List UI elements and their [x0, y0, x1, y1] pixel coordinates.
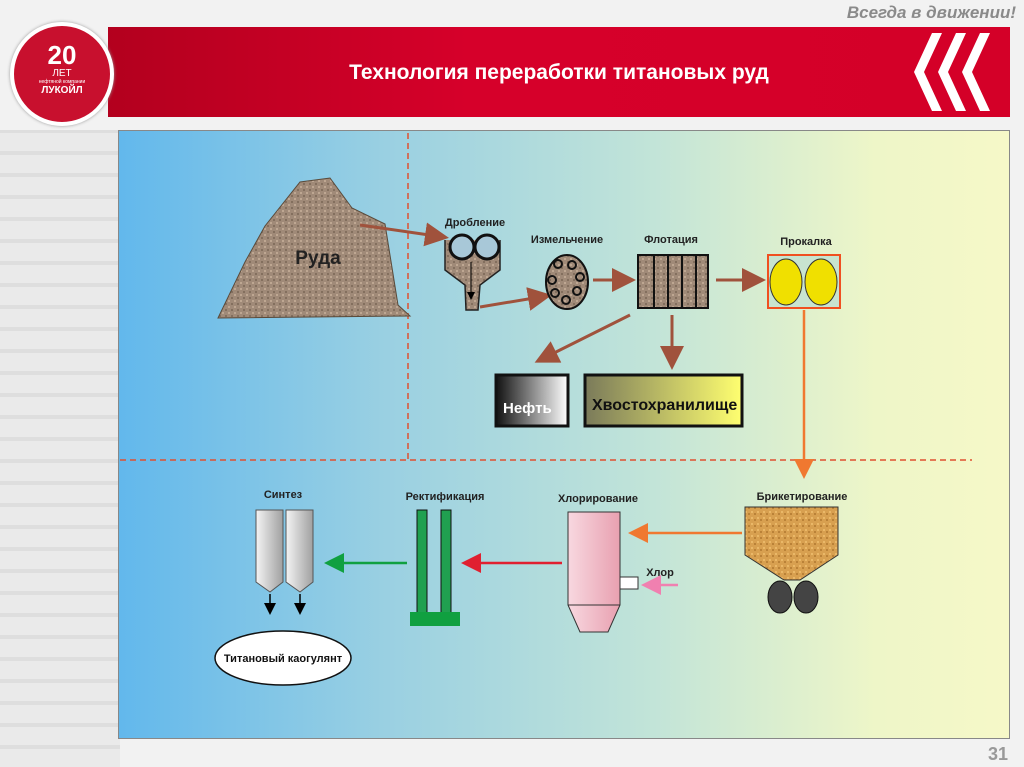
- synthesis-reactor: [285, 509, 314, 593]
- chlorinator: [567, 511, 621, 633]
- ore-pile: [217, 177, 412, 319]
- grinding-label: Измельчение: [531, 234, 603, 246]
- arrow-crushing-grinding: [479, 287, 552, 311]
- tailings-box: [583, 373, 744, 428]
- product-label: Титановый каогулянт: [224, 653, 343, 665]
- crushing-label: Дробление: [445, 217, 505, 229]
- briquetting-roll: [767, 580, 793, 614]
- lukoil-logo: 20 ЛЕТ нефтяной компании ЛУКОЙЛ: [10, 22, 114, 126]
- crusher-roll: [448, 233, 476, 261]
- calcination-label: Прокалка: [780, 236, 832, 248]
- page-title: Технология переработки титановых руд: [349, 61, 769, 84]
- calcination-roll: [769, 258, 803, 306]
- product-ellipse: [214, 630, 352, 686]
- briquetting-hopper: [744, 506, 839, 581]
- logo-number: 20: [47, 40, 77, 70]
- chevrons-icon: [914, 33, 990, 111]
- briquetting-label: Брикетирование: [757, 491, 848, 503]
- chlorine-label: Хлор: [646, 567, 674, 579]
- chlorination-label: Хлорирование: [558, 493, 638, 505]
- arrow-ore-crushing: [359, 222, 449, 247]
- page-number: 31: [987, 744, 1008, 764]
- tagline: Всегда в движении!: [846, 3, 1016, 22]
- title-banner: Технология переработки титановых руд: [108, 27, 1010, 117]
- oil-box: [494, 373, 570, 428]
- ore-label: Руда: [295, 248, 341, 269]
- briquetting-roll: [793, 580, 819, 614]
- oil-label: Нефть: [503, 400, 552, 417]
- rectification-base: [410, 612, 460, 626]
- calcination-roll: [804, 258, 838, 306]
- rectification-label: Ректификация: [406, 491, 485, 503]
- ball-mill: [545, 254, 589, 310]
- flotation-dividers: [653, 255, 697, 308]
- chlorine-inlet: [619, 576, 639, 590]
- logo-subtitle: нефтяной компании: [38, 79, 86, 85]
- synthesis-label: Синтез: [264, 489, 303, 501]
- rectification-column: [416, 509, 428, 614]
- flotation-cells: [637, 254, 709, 309]
- logo-years: ЛЕТ: [52, 68, 72, 79]
- mill-balls: [547, 259, 585, 305]
- arrow-flotation-oil: [534, 313, 631, 363]
- background-building: [0, 130, 120, 767]
- crusher-roll: [473, 233, 501, 261]
- tailings-label: Хвостохранилище: [592, 397, 737, 414]
- flotation-label: Флотация: [644, 234, 698, 246]
- rectification-column: [440, 509, 452, 614]
- logo-company: ЛУКОЙЛ: [41, 85, 83, 96]
- synthesis-reactor: [255, 509, 284, 593]
